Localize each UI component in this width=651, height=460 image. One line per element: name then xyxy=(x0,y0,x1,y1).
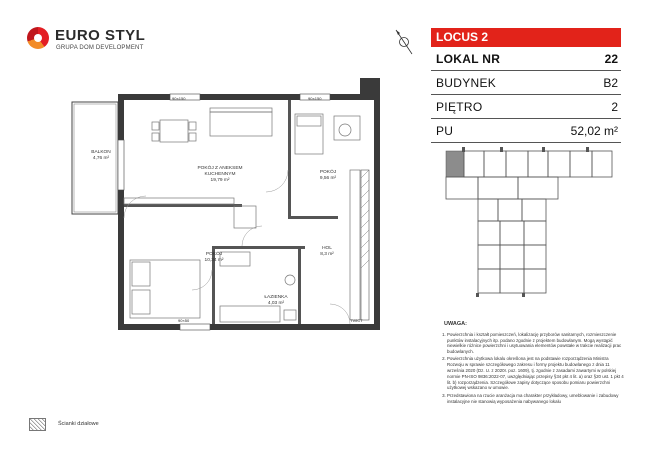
room-area: 4,03 m² xyxy=(267,301,285,306)
partition-wall-legend-icon xyxy=(29,418,46,431)
room-name: HOL xyxy=(322,246,332,251)
compass-icon xyxy=(395,29,413,55)
room-area: 9,56 m² xyxy=(319,176,337,181)
panel-row-pu: PU 52,02 m² xyxy=(431,119,621,143)
highlighted-apartment xyxy=(445,150,465,178)
note-item: Powierzchnia użytkowa lokalu określona j… xyxy=(447,356,624,391)
notes-title: UWAGA: xyxy=(444,321,467,327)
apartment-info-panel: LOCUS 2 LOKAL NR 22 BUDYNEK B2 PIĘTRO 2 … xyxy=(431,28,621,143)
exterior-walls xyxy=(118,78,380,330)
project-name: LOCUS 2 xyxy=(431,28,621,47)
room-pokoj-aneks: POKÓJ Z ANEKSEM KUCHENNYM 19,79 m² xyxy=(185,166,255,184)
note-item: Przedstawiona na rzucie aranżacja ma cha… xyxy=(447,393,624,405)
logo-mark-icon xyxy=(27,27,49,49)
panel-row-budynek: BUDYNEK B2 xyxy=(431,71,621,95)
row-label: PU xyxy=(436,123,454,138)
row-label: BUDYNEK xyxy=(436,75,497,90)
row-value: B2 xyxy=(603,75,618,90)
window-mark: 90×50 xyxy=(178,318,190,323)
window-mark: 90×150 xyxy=(308,96,322,101)
legend-label: Ścianki działowe xyxy=(58,421,99,427)
room-name: BALKON xyxy=(91,150,111,155)
room-area: 10,34 m² xyxy=(204,258,224,263)
room-balkon: BALKON 4,76 m² xyxy=(86,150,116,162)
floor-plan xyxy=(71,78,380,331)
logo-name: EURO STYL xyxy=(55,27,146,44)
window-mark: 90×150 xyxy=(172,96,186,101)
tv-mark: TV/ICT xyxy=(350,318,363,323)
logo-subtitle: GRUPA DOM DEVELOPMENT xyxy=(56,45,144,51)
room-hol: HOL 8,3 m² xyxy=(312,246,342,258)
room-area: 4,76 m² xyxy=(92,156,110,161)
room-name: ŁAZIENKA xyxy=(264,295,288,300)
room-area: 8,3 m² xyxy=(320,252,334,257)
row-value: 52,02 m² xyxy=(570,123,618,138)
notes-section: UWAGA: Powierzchnia i kształt pomieszcze… xyxy=(438,321,624,406)
room-pokoj-2: POKÓJ 10,34 m² xyxy=(196,252,232,264)
room-lazienka: ŁAZIENKA 4,03 m² xyxy=(258,295,294,307)
row-label: LOKAL NR xyxy=(436,51,501,66)
room-name: POKÓJ Z ANEKSEM KUCHENNYM xyxy=(197,166,243,177)
room-name: POKÓJ xyxy=(319,170,337,175)
panel-row-lokal: LOKAL NR 22 xyxy=(431,47,621,71)
row-value: 22 xyxy=(604,51,618,66)
room-name: POKÓJ xyxy=(205,252,223,257)
site-map xyxy=(445,147,613,297)
room-area: 19,79 m² xyxy=(210,178,230,183)
row-value: 2 xyxy=(611,99,618,114)
note-item: Powierzchnia i kształt pomieszczeń, loka… xyxy=(447,332,624,355)
row-label: PIĘTRO xyxy=(436,99,483,114)
panel-row-pietro: PIĘTRO 2 xyxy=(431,95,621,119)
room-pokoj-1: POKÓJ 9,56 m² xyxy=(310,170,346,182)
